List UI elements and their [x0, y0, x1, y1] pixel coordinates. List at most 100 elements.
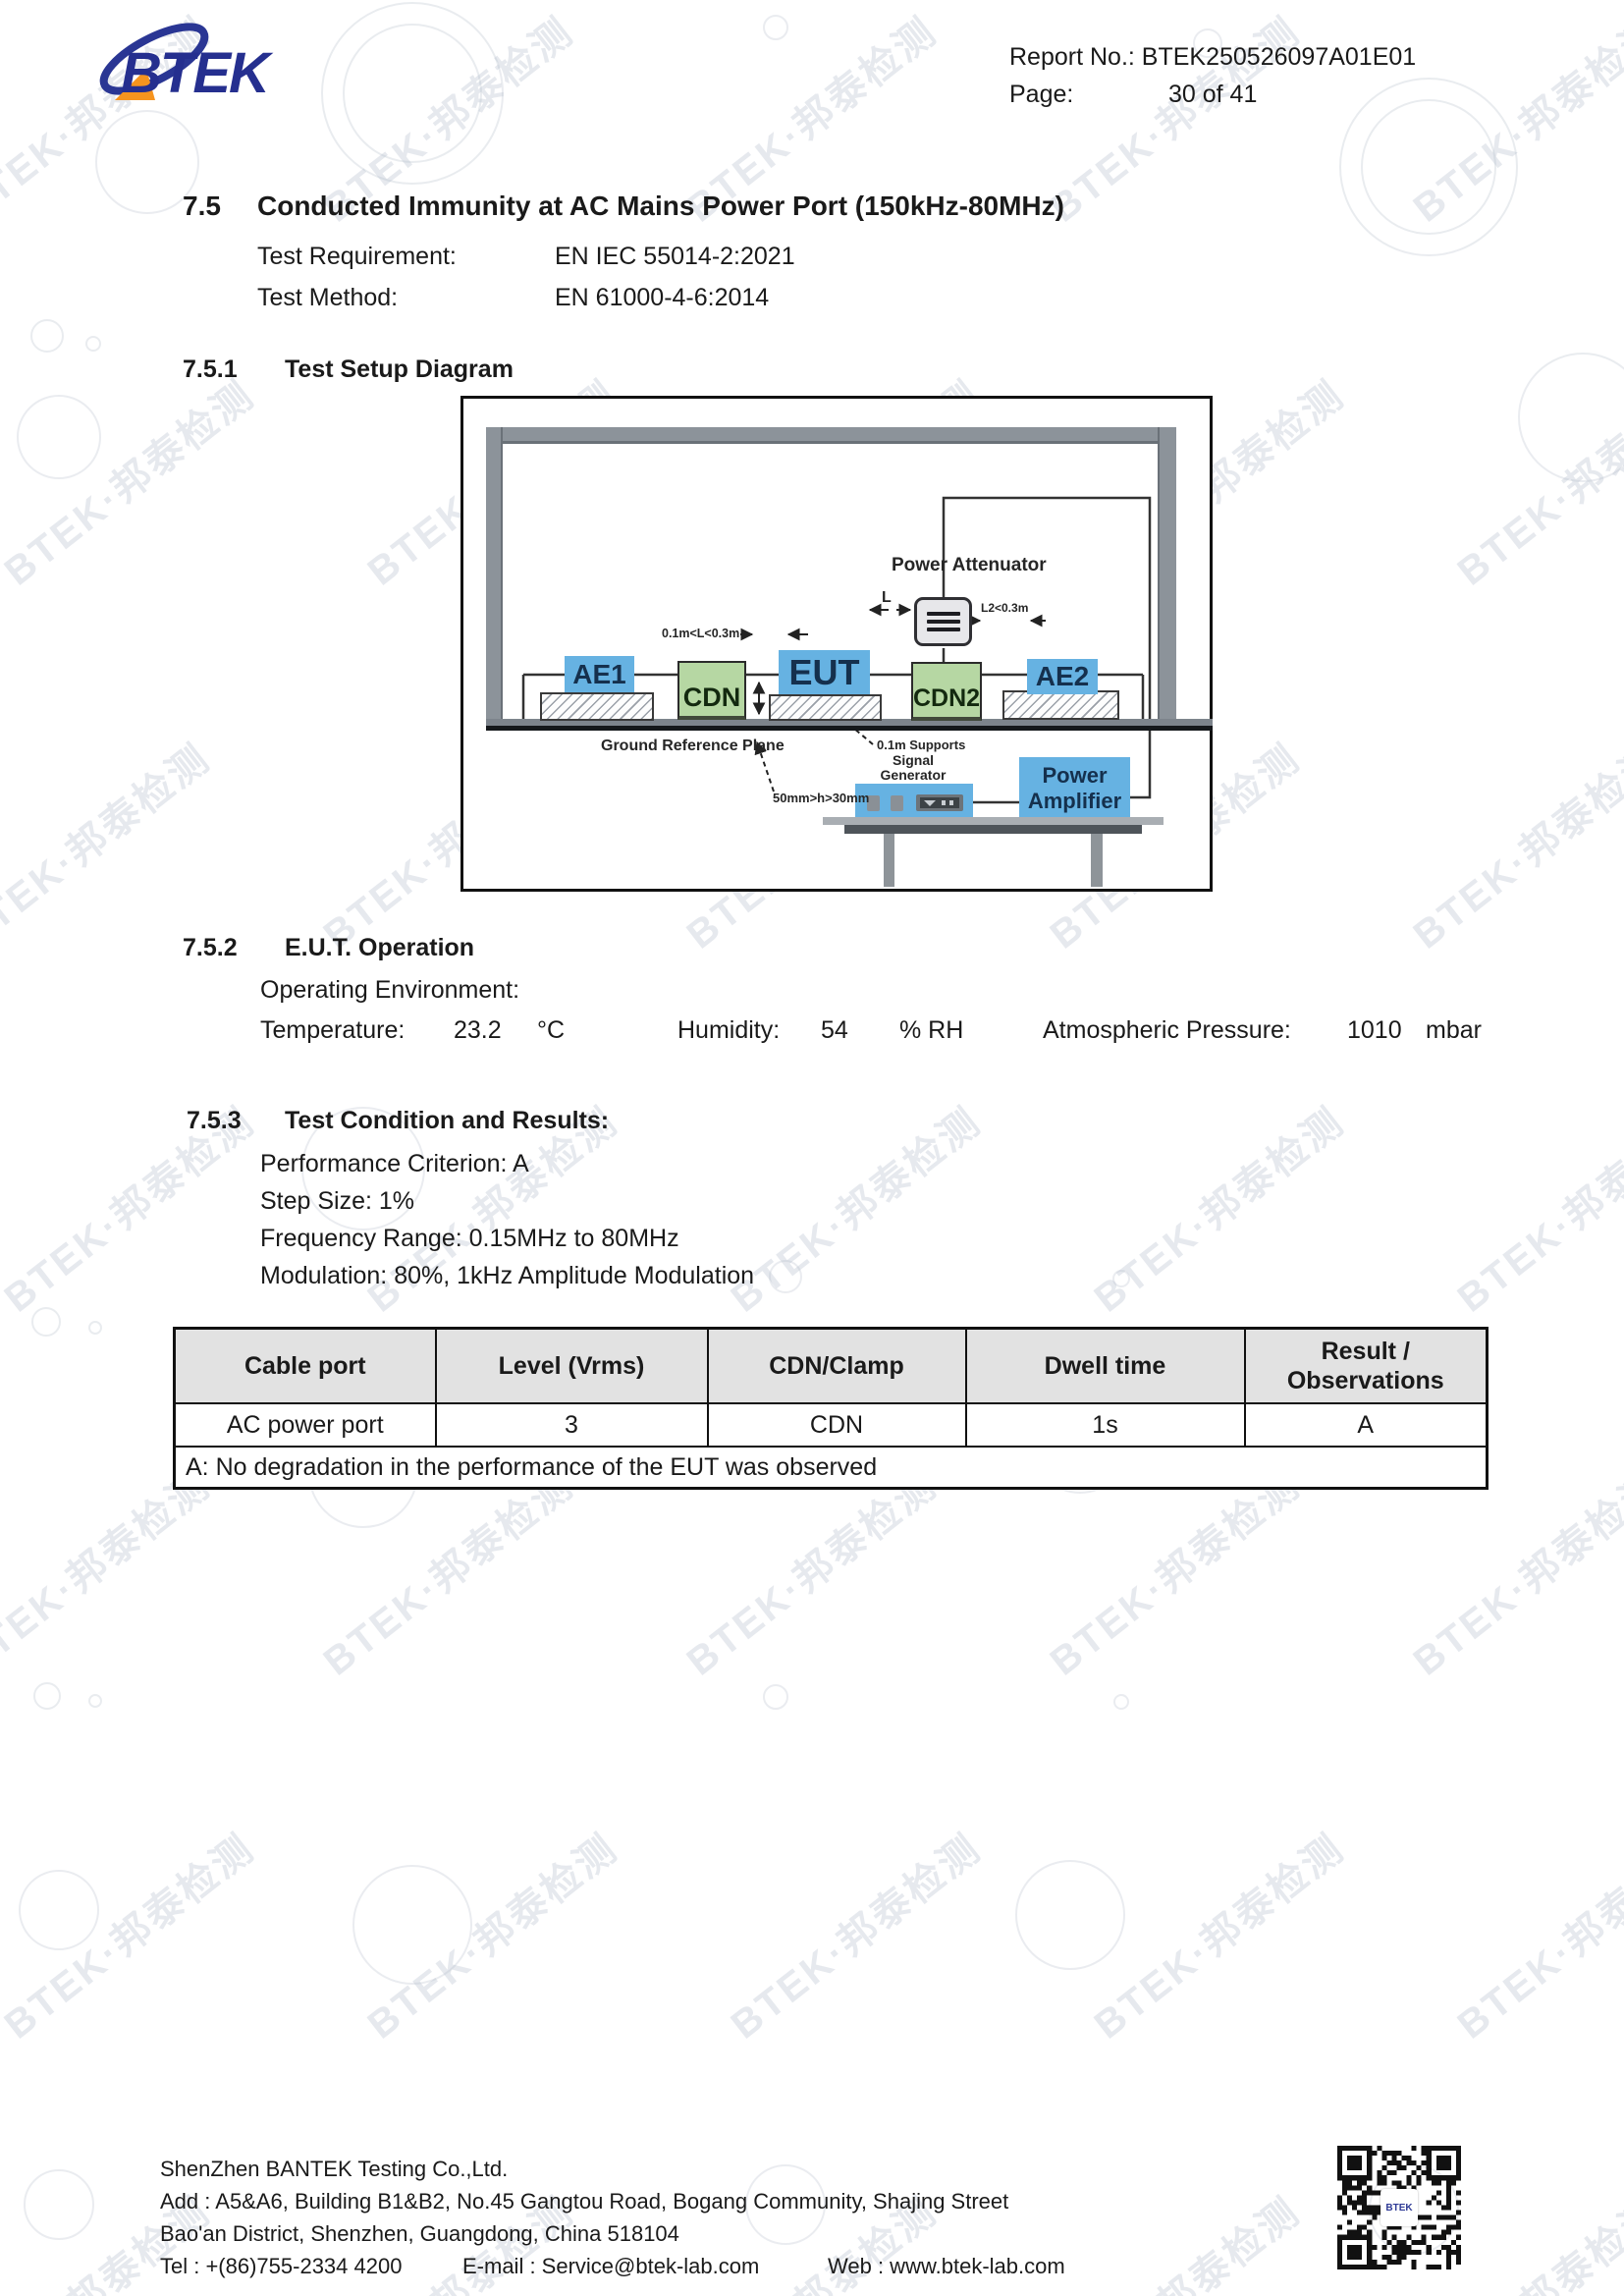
support-block-ae1 — [540, 692, 654, 721]
signal-generator-dot-icon — [949, 800, 953, 805]
page-label: Page: — [1009, 81, 1074, 108]
cell-level: 3 — [434, 1402, 709, 1448]
power-amplifier-line2: Amplifier — [1027, 789, 1122, 813]
supports-label: 0.1m Supports — [877, 738, 966, 752]
chamber-left-wall — [486, 427, 503, 719]
header-dwell-time: Dwell time — [964, 1327, 1246, 1404]
signal-generator-button — [867, 795, 880, 811]
humidity-unit: % RH — [899, 1016, 964, 1044]
report-number-label: Report No.: — [1009, 43, 1135, 71]
footer-address-line1: Add : A5&A6, Building B1&B2, No.45 Gangt… — [160, 2189, 1009, 2214]
attenuator-bar-icon — [926, 628, 960, 631]
pressure-unit: mbar — [1426, 1016, 1482, 1044]
signal-generator-dot-icon — [942, 800, 946, 805]
setup-section-title: Test Setup Diagram — [285, 355, 514, 383]
header-result-observations: Result / Observations — [1243, 1327, 1489, 1404]
footer-web: Web : www.btek-lab.com — [828, 2254, 1065, 2278]
condition-frequency-range: Frequency Range: 0.15MHz to 80MHz — [260, 1225, 679, 1252]
l-range-label: 0.1m<L<0.3m — [662, 627, 740, 640]
operating-environment-label: Operating Environment: — [260, 976, 520, 1004]
ground-reference-plane-label: Ground Reference Plane — [601, 738, 785, 754]
eut-box: EUT — [779, 650, 870, 694]
cell-result: A — [1243, 1402, 1489, 1448]
results-table-header-row: Cable port Level (Vrms) CDN/Clamp Dwell … — [173, 1327, 1489, 1404]
signal-generator-wave-icon — [924, 800, 936, 806]
signal-generator-screen — [920, 797, 959, 808]
eut-section-number: 7.5.2 — [183, 934, 238, 961]
test-requirement-label: Test Requirement: — [257, 243, 457, 270]
signal-generator-button — [891, 795, 903, 811]
footer-company: ShenZhen BANTEK Testing Co.,Ltd. — [160, 2157, 509, 2181]
humidity-label: Humidity: — [677, 1016, 781, 1044]
page-value: 30 of 41 — [1168, 81, 1258, 108]
signal-generator-label-line1: Signal — [892, 752, 934, 768]
header-level: Level (Vrms) — [434, 1327, 709, 1404]
signal-generator-label-line2: Generator — [880, 767, 947, 783]
header-cdn-clamp: CDN/Clamp — [706, 1327, 967, 1404]
test-requirement-value: EN IEC 55014-2:2021 — [555, 243, 795, 270]
ground-reference-plane-bar — [486, 719, 1213, 731]
attenuator-bar-icon — [926, 620, 960, 624]
signal-generator-label: Signal Generator — [861, 753, 965, 783]
test-setup-diagram: AE1 CDN EUT CDN2 AE2 — [460, 396, 1213, 892]
table-leg — [884, 834, 894, 887]
setup-section-number: 7.5.1 — [183, 355, 238, 383]
qr-logo-text: BTEK — [1385, 2202, 1413, 2214]
power-amplifier-line1: Power — [1042, 763, 1108, 788]
l2-dimension-label: L2<0.3m — [981, 601, 1029, 615]
pressure-label: Atmospheric Pressure: — [1043, 1016, 1291, 1044]
eut-section-title: E.U.T. Operation — [285, 934, 475, 961]
qr-center-logo: BTEK — [1380, 2189, 1418, 2226]
header-result-line1: Result / — [1321, 1338, 1410, 1365]
qr-code: BTEK — [1337, 2146, 1461, 2269]
cell-cdn-clamp: CDN — [706, 1402, 967, 1448]
cell-cable-port: AC power port — [173, 1402, 437, 1448]
test-method-value: EN 61000-4-6:2014 — [555, 284, 770, 311]
cdn2-box: CDN2 — [911, 662, 982, 721]
height-range-label: 50mm>h>30mm — [773, 791, 870, 805]
chamber-right-wall — [1158, 427, 1176, 719]
logo-triangle-icon — [115, 69, 155, 100]
test-method-label: Test Method: — [257, 284, 399, 311]
report-number-line: Report No.: BTEK250526097A01E01 — [1009, 43, 1416, 72]
qr-code-pattern — [1337, 2146, 1461, 2269]
footer-address-line2: Bao'an District, Shenzhen, Guangdong, Ch… — [160, 2221, 679, 2246]
logo-swoosh-icon — [99, 23, 209, 95]
table-leg — [1091, 834, 1103, 887]
support-block-eut — [769, 694, 882, 721]
power-attenuator-label: Power Attenuator — [892, 555, 1047, 575]
test-conditions-list: Performance Criterion: A Step Size: 1% F… — [260, 1145, 754, 1294]
results-table: Cable port Level (Vrms) CDN/Clamp Dwell … — [173, 1327, 1489, 1490]
ae2-box: AE2 — [1027, 659, 1098, 694]
header-cable-port: Cable port — [173, 1327, 437, 1404]
support-block-ae2 — [1002, 690, 1119, 720]
condition-step-size: Step Size: 1% — [260, 1187, 415, 1215]
attenuator-bar-icon — [926, 612, 960, 616]
chamber-top-wall — [486, 427, 1176, 444]
ae1-box: AE1 — [565, 656, 634, 692]
results-section-number: 7.5.3 — [187, 1107, 242, 1134]
pressure-value: 1010 — [1347, 1016, 1402, 1044]
header-result-line2: Observations — [1286, 1367, 1444, 1394]
results-table-note-row: A: No degradation in the performance of … — [173, 1446, 1489, 1490]
humidity-value: 54 — [821, 1016, 848, 1044]
condition-performance-criterion: Performance Criterion: A — [260, 1150, 529, 1177]
results-note: A: No degradation in the performance of … — [173, 1446, 1489, 1490]
report-number-value: BTEK250526097A01E01 — [1141, 43, 1417, 71]
temperature-label: Temperature: — [260, 1016, 406, 1044]
l-dimension-label: L — [882, 589, 892, 606]
section-number: 7.5 — [183, 191, 221, 221]
cell-dwell-time: 1s — [964, 1402, 1246, 1448]
power-amplifier-box: Power Amplifier — [1019, 757, 1130, 820]
signal-generator-display — [916, 794, 963, 811]
signal-generator-box — [855, 784, 973, 820]
results-section-title: Test Condition and Results: — [285, 1107, 610, 1134]
table-top — [823, 817, 1164, 825]
temperature-value: 23.2 — [454, 1016, 502, 1044]
footer-email: E-mail : Service@btek-lab.com — [462, 2254, 760, 2278]
footer-tel: Tel : +(86)755-2334 4200 — [160, 2254, 403, 2278]
section-title: Conducted Immunity at AC Mains Power Por… — [257, 191, 1064, 221]
btek-logo: BTEK — [93, 12, 280, 110]
table-edge — [844, 825, 1142, 834]
